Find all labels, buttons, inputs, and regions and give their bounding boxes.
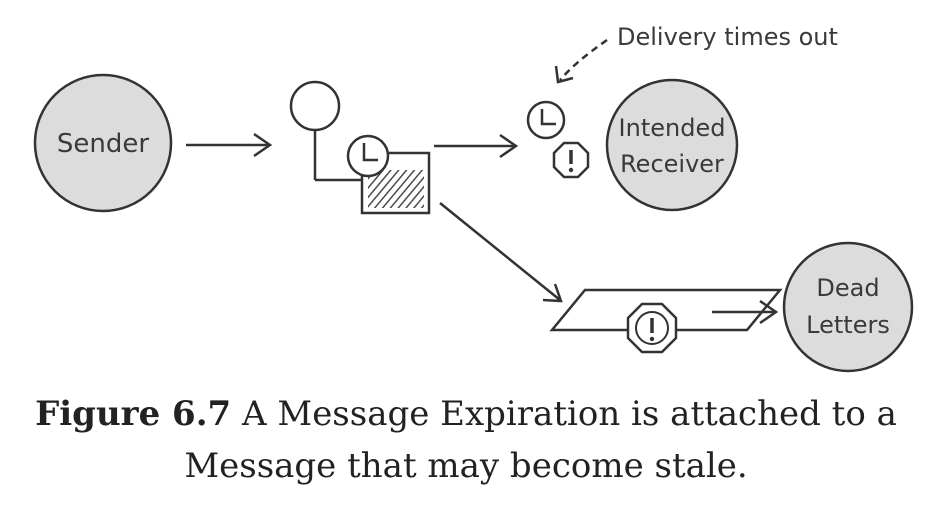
channel-to-dead-letters-arrow: [712, 299, 779, 325]
dead-letters-label-line2: Letters: [806, 311, 890, 339]
warning-octagon-icon: [552, 141, 590, 179]
message-to-receiver-arrow: [434, 133, 519, 159]
clock-icon: [346, 134, 390, 178]
expired-clock-icon: [526, 100, 566, 140]
sender-node: Sender: [33, 73, 173, 213]
dead-letters-label-line1: Dead: [816, 274, 879, 302]
timeout-annotation-text: Delivery times out: [617, 23, 838, 51]
intended-receiver-label-line1: Intended: [619, 114, 726, 142]
caption-line-1: Figure 6.7 A Message Expiration is attac…: [0, 388, 932, 440]
timeout-annotation: Delivery times out: [554, 23, 838, 84]
figure-label: Figure 6.7: [35, 394, 232, 434]
warning-octagon-icon: [626, 302, 678, 354]
caption-text-1: A Message Expiration is attached to a: [242, 394, 897, 434]
figure-caption: Figure 6.7 A Message Expiration is attac…: [0, 388, 932, 492]
caption-text-2: Message that may become stale.: [184, 446, 748, 486]
sender-to-channel-arrow: [186, 132, 273, 158]
dead-letters-node: Dead Letters: [782, 241, 914, 373]
intended-receiver-label-line2: Receiver: [620, 150, 724, 178]
endpoint-connector: [289, 80, 362, 182]
message-with-expiration: [346, 134, 431, 215]
dead-letter-channel: [549, 288, 783, 354]
diagram-panel: [35, 12, 907, 370]
intended-receiver-node: Intended Receiver: [605, 78, 739, 212]
sender-label: Sender: [57, 129, 149, 159]
message-to-dead-letter-arrow: [439, 202, 563, 303]
caption-line-2: Message that may become stale.: [0, 440, 932, 492]
